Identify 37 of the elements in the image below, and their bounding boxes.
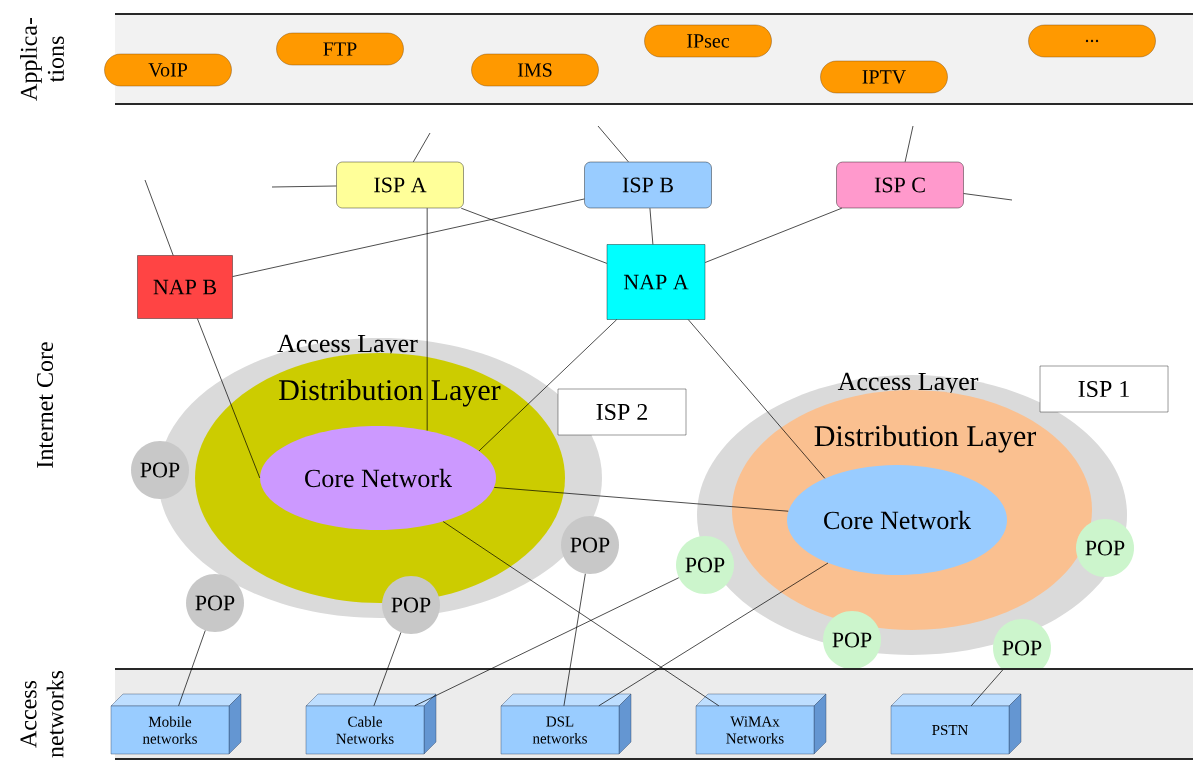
connection-line <box>426 207 428 431</box>
network-box: DSL networks <box>500 693 632 755</box>
connection-line <box>232 198 585 277</box>
connection-line <box>413 132 431 163</box>
isp-box: ISP C <box>836 161 964 209</box>
isp-label-box: ISP 1 <box>1039 365 1169 413</box>
connection-line <box>197 318 261 479</box>
isp-label-box: ISP 2 <box>557 388 687 436</box>
nap-box: NAP A <box>606 244 706 320</box>
connection-line <box>144 179 174 256</box>
network-box: Mobile networks <box>110 693 242 755</box>
isp-box: ISP A <box>336 161 464 209</box>
node-label: Applica- tions <box>20 17 64 101</box>
node-label: Access networks <box>20 670 64 758</box>
connection-line <box>963 193 1013 201</box>
connection-line <box>970 669 1004 707</box>
connection-line <box>373 632 402 707</box>
connection-line <box>704 207 843 263</box>
connection-line <box>271 185 337 188</box>
connection-line <box>649 207 654 245</box>
connection-line <box>442 521 720 707</box>
connection-line <box>688 319 826 479</box>
connection-line <box>597 125 629 163</box>
section-label: Internet Core <box>36 342 54 468</box>
connection-line <box>904 125 914 163</box>
connection-line <box>478 319 617 452</box>
nap-box: NAP B <box>137 255 233 319</box>
connection-line <box>493 487 789 512</box>
connection-line <box>178 630 206 707</box>
network-box: WiMAx Networks <box>695 693 827 755</box>
network-box: PSTN <box>890 693 1022 755</box>
connection-line <box>414 577 680 707</box>
connection-line <box>563 573 586 707</box>
connection-line <box>460 207 608 264</box>
network-box: Cable Networks <box>305 693 437 755</box>
isp-box: ISP B <box>584 161 712 209</box>
connection-line <box>598 562 829 707</box>
